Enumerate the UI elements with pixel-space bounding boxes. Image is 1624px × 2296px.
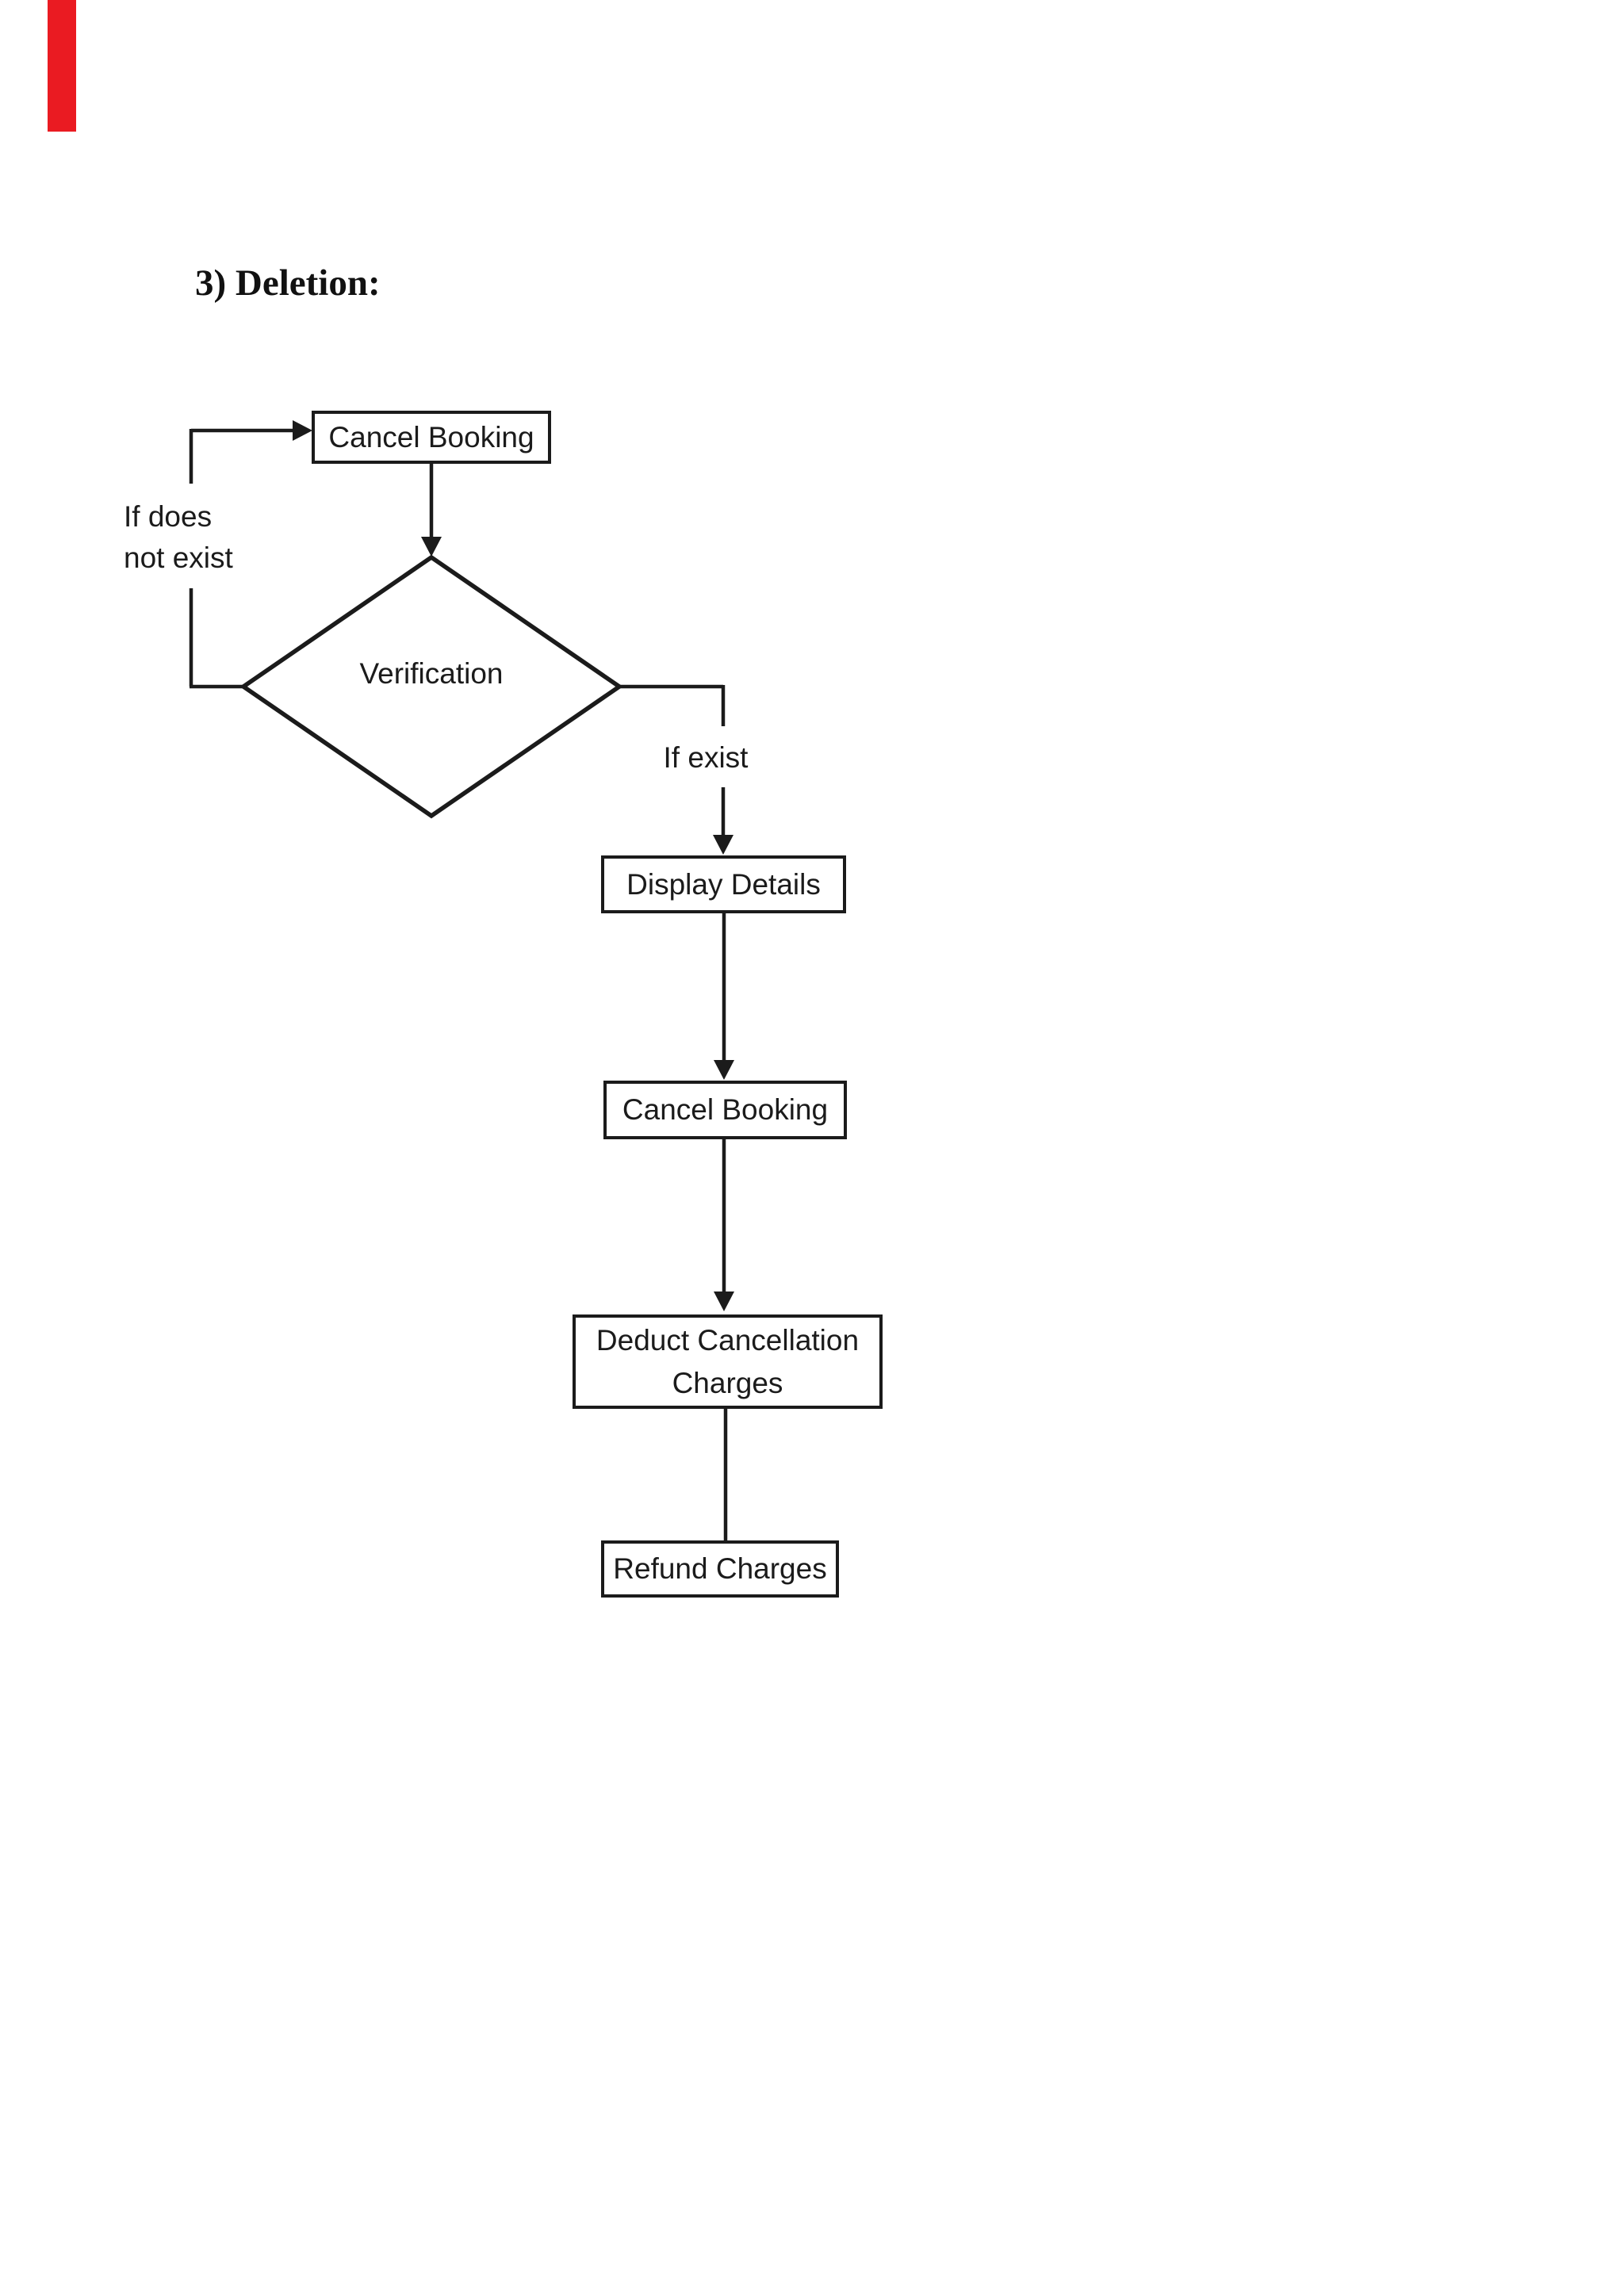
node-cancel-booking-top: Cancel Booking (312, 411, 551, 464)
red-margin-bar (48, 0, 76, 132)
node-refund-charges: Refund Charges (601, 1540, 839, 1598)
node-label: Cancel Booking (328, 420, 534, 453)
node-label: Cancel Booking (622, 1093, 829, 1127)
node-verification-label: Verification (359, 657, 504, 690)
decision-diamond (239, 554, 623, 819)
arrowhead-down-icon (713, 835, 733, 855)
node-display-details: Display Details (601, 855, 846, 913)
node-label: Display Details (626, 867, 821, 901)
edge-display-to-cancel-confirm (714, 913, 734, 1080)
arrowhead-down-icon (714, 1292, 734, 1311)
node-label-line1: Deduct Cancellation (596, 1323, 860, 1357)
node-label: Refund Charges (613, 1552, 827, 1586)
node-deduct-cancellation-charges: Deduct Cancellation Charges (573, 1314, 883, 1409)
edge-label-if-exist: If exist (663, 741, 749, 774)
edge-cancel-confirm-to-deduct (714, 1139, 734, 1311)
edge-loop-if-does-not-exist (189, 420, 312, 689)
arrowhead-down-icon (714, 1060, 734, 1080)
edge-label-if-does-not-exist: If does not exist (124, 496, 233, 579)
arrowhead-into-cancel-booking (293, 420, 312, 441)
edge-diamond-to-display-details (619, 684, 733, 855)
arrowhead-down-icon (421, 537, 442, 557)
edge-cancel-to-diamond (421, 464, 442, 557)
node-cancel-booking-confirm: Cancel Booking (603, 1081, 847, 1139)
node-label-line2: Charges (672, 1366, 783, 1399)
edge-label-line: If does (124, 500, 213, 533)
page-title: 3) Deletion: (195, 262, 381, 304)
edge-label-line: not exist (124, 541, 233, 574)
